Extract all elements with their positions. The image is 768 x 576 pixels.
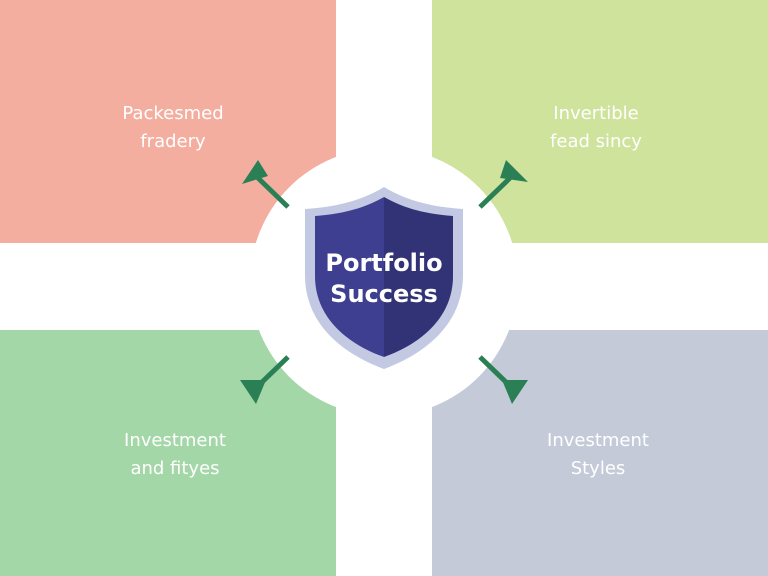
arrow-top-right: [478, 160, 528, 209]
quadrant-bottom-right: [432, 330, 768, 576]
arrow-bottom-right: [478, 355, 528, 404]
quadrant-bottom-left: [0, 330, 336, 576]
arrow-bottom-left: [240, 355, 290, 404]
shield-icon: [305, 187, 463, 369]
arrow-top-left: [242, 160, 290, 209]
